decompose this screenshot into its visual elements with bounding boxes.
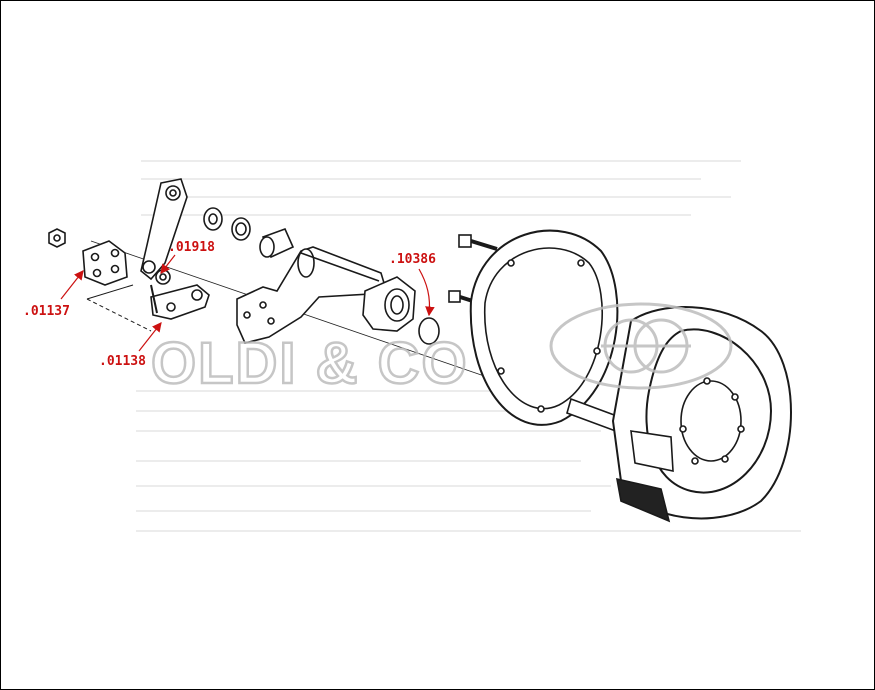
svg-text:.01138: .01138	[99, 354, 146, 369]
svg-text:.01918: .01918	[168, 240, 215, 255]
hex-nut-icon	[48, 228, 66, 248]
bushing-icon	[259, 227, 295, 259]
svg-text:.10386: .10386	[389, 252, 436, 267]
svg-text:OLDI & CO: OLDI & CO	[151, 331, 469, 396]
callout-01918[interactable]: .01918	[160, 240, 215, 274]
brake-backing-plate	[469, 229, 619, 426]
scan-noise	[136, 160, 801, 532]
lever-plate	[150, 284, 210, 320]
o-ring-icon	[418, 317, 440, 345]
part-callouts: .01918 .01137 .01138 .10386	[23, 240, 436, 369]
callout-01138[interactable]: .01138	[99, 322, 162, 369]
oldi-co-watermark: OLDI & CO	[150, 302, 733, 397]
mounting-plate	[82, 240, 128, 286]
washer-icon	[203, 207, 223, 231]
callout-01137[interactable]: .01137	[23, 270, 84, 319]
watermark-logo-icon	[549, 302, 733, 390]
washer-icon	[231, 217, 251, 241]
brake-drum	[611, 306, 792, 523]
callout-10386[interactable]: .10386	[389, 252, 436, 317]
svg-text:.01137: .01137	[23, 304, 70, 319]
flange-icon	[362, 276, 416, 332]
mechanical-parts	[48, 178, 792, 523]
bolt-icon	[458, 234, 498, 251]
